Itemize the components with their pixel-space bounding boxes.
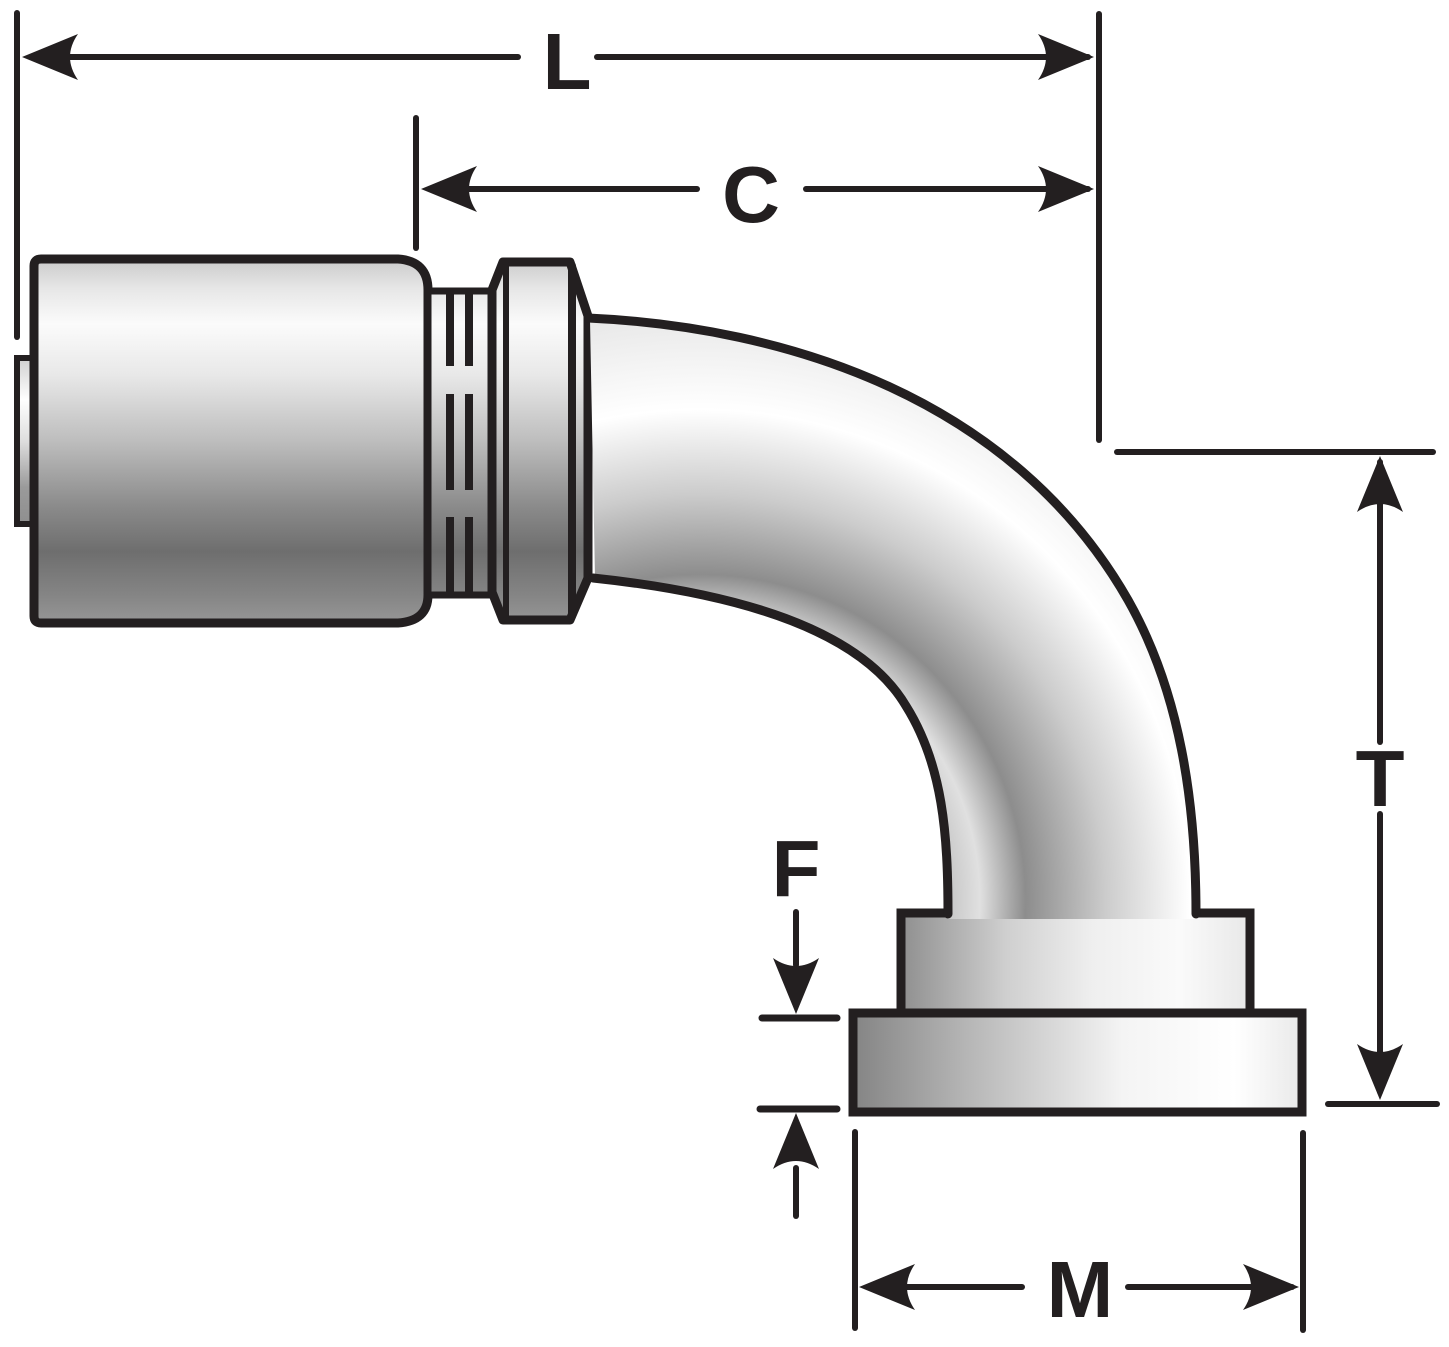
dim-L-arrow-left	[22, 34, 78, 80]
elbow-tube-inner-edge	[588, 573, 953, 919]
nut	[487, 257, 593, 625]
ferrule-shell	[29, 254, 433, 628]
fitting-body	[14, 254, 1307, 1117]
dimension-M-label: M	[1047, 1245, 1114, 1334]
dimension-F-label: F	[772, 824, 821, 913]
dimension-C	[421, 166, 1094, 212]
dimension-T	[1357, 456, 1403, 1100]
dimension-F	[773, 909, 819, 1219]
dim-M-arrow-left	[859, 1264, 915, 1310]
flange-neck	[896, 908, 1255, 1018]
elbow-tube-fill	[590, 320, 1196, 919]
dim-M-arrow-right	[1243, 1264, 1299, 1310]
dim-C-arrow-left	[421, 166, 477, 212]
flange-head	[848, 1008, 1307, 1117]
dim-F-arrow-down	[773, 958, 819, 1014]
dimension-C-label: C	[722, 150, 780, 239]
dim-F-arrow-up	[773, 1113, 819, 1169]
dimension-L	[22, 34, 1094, 80]
dim-C-arrow-right	[1038, 166, 1094, 212]
dim-L-arrow-right	[1038, 34, 1094, 80]
dim-T-arrow-down	[1357, 1044, 1403, 1100]
dimension-T-label: T	[1356, 734, 1405, 823]
dim-T-arrow-up	[1357, 456, 1403, 512]
elbow-tube-outer-edge	[583, 313, 1201, 919]
dimension-annotations	[14, 10, 1440, 1333]
collar	[424, 287, 498, 599]
dimension-M	[859, 1264, 1299, 1310]
dimension-L-label: L	[543, 17, 592, 106]
collar-thread-lines	[446, 292, 473, 593]
